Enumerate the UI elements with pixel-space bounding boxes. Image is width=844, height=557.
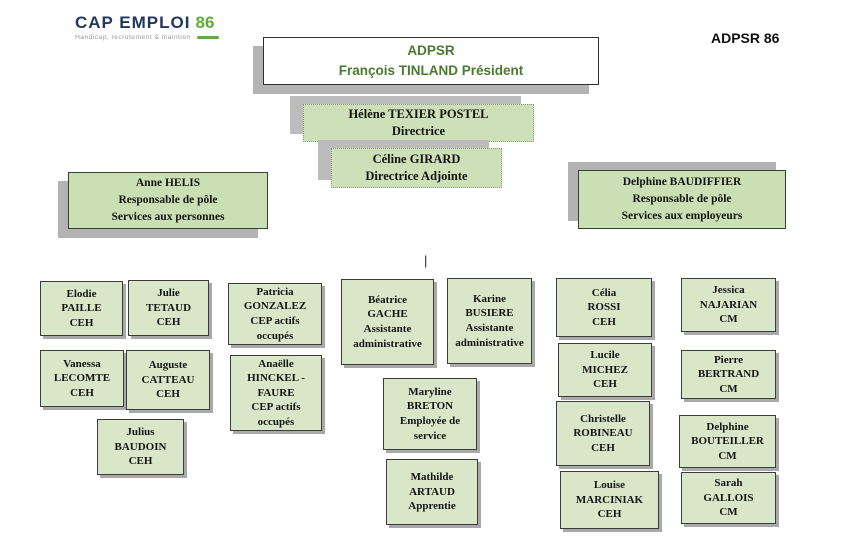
- org-box-vanessa-lecomte: Vanessa LECOMTE CEH: [40, 350, 124, 407]
- org-box-delphine-bouteiller: Delphine BOUTEILLER CM: [679, 415, 776, 468]
- org-box-sarah-gallois: Sarah GALLOIS CM: [681, 472, 776, 524]
- org-box-julie-tetaud: Julie TETAUD CEH: [128, 280, 209, 336]
- org-box-mathilde-artaud: Mathilde ARTAUD Apprentie: [386, 459, 478, 525]
- adpsr-86-label: ADPSR 86: [711, 30, 780, 46]
- logo-tagline: Handicap, recrutement & maintien: [75, 34, 191, 41]
- org-box-karine-busiere: Karine BUSIERE Assistante administrative: [447, 278, 532, 364]
- org-box-maryline-breton: Maryline BRETON Employée de service: [383, 378, 477, 450]
- org-box-christelle-robineau: Christelle ROBINEAU CEH: [556, 401, 650, 466]
- logo-brand-text: CAP EMPLOI: [75, 13, 191, 32]
- org-box-celia-rossi: Célia ROSSI CEH: [556, 278, 652, 337]
- org-box-pierre-bertrand: Pierre BERTRAND CM: [681, 350, 776, 399]
- org-box-patricia-gonzalez: Patricia GONZALEZ CEP actifs occupés: [228, 283, 322, 345]
- logo-number: 86: [195, 13, 215, 32]
- org-box-julius-baudoin: Julius BAUDOIN CEH: [97, 419, 184, 475]
- org-box-president: ADPSR François TINLAND Président: [263, 37, 599, 85]
- org-box-elodie-paille: Elodie PAILLE CEH: [40, 281, 123, 336]
- org-box-pole-employeurs: Delphine BAUDIFFIER Responsable de pôle …: [578, 170, 786, 229]
- org-box-jessica-najarian: Jessica NAJARIAN CM: [681, 278, 776, 332]
- org-box-anaelle-hinckel-faure: Anaëlle HINCKEL - FAURE CEP actifs occup…: [230, 355, 322, 431]
- org-box-directrice: Hélène TEXIER POSTEL Directrice: [303, 104, 534, 142]
- org-box-pole-personnes: Anne HELIS Responsable de pôle Services …: [68, 172, 268, 229]
- org-box-auguste-catteau: Auguste CATTEAU CEH: [126, 350, 210, 410]
- cap-emploi-logo: CAP EMPLOI 86 Handicap, recrutement & ma…: [75, 13, 245, 41]
- logo-underline: [196, 36, 219, 39]
- org-box-beatrice-gache: Béatrice GACHE Assistante administrative: [341, 279, 434, 365]
- connector-tick: |: [424, 253, 428, 268]
- org-box-louise-marciniak: Louise MARCINIAK CEH: [560, 471, 659, 529]
- org-box-directrice-adjointe: Céline GIRARD Directrice Adjointe: [331, 148, 502, 188]
- org-box-lucile-michez: Lucile MICHEZ CEH: [558, 343, 652, 397]
